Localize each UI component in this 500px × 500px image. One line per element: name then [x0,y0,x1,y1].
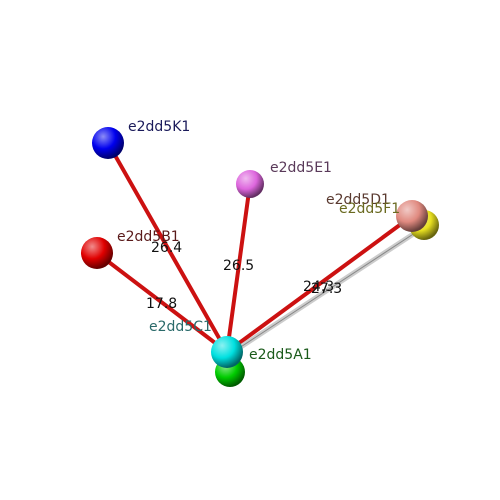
bonds-layer [95,141,427,357]
node-label-b1: e2dd5B1 [117,229,180,245]
node-label-d1: e2dd5D1 [326,192,390,208]
node-sphere-a1[interactable] [211,336,243,368]
bond-a1-k1 [106,141,229,354]
distance-label-a1-f1: 27.3 [311,281,342,297]
node-label-c1: e2dd5C1 [149,319,212,335]
node-label-f1: e2dd5F1 [339,201,400,217]
bond-a1-d1 [225,214,414,354]
bond-a1-b1 [95,251,229,354]
distance-label-a1-b1: 17.8 [146,296,177,312]
node-label-e1: e2dd5E1 [270,160,332,176]
labels-layer: 26.4 26.5 17.8 24.327.3 e2dd5K1 e2dd5E1 e2dd5D… [117,119,400,363]
node-sphere-k1[interactable] [92,127,124,159]
node-label-a1: e2dd5A1 [249,347,312,363]
nodes-layer [81,127,439,387]
distance-label-a1-k1: 26.4 [151,240,182,256]
bond-a1-e1 [225,182,252,354]
node-label-k1: e2dd5K1 [128,119,190,135]
node-sphere-e1[interactable] [236,170,264,198]
node-sphere-d1[interactable] [396,200,428,232]
bond-a1-f1-core [229,226,425,355]
distance-label-a1-e1: 26.5 [223,258,254,274]
node-sphere-b1[interactable] [81,237,113,269]
distance-label-a1-d1: 24.3 [303,279,334,295]
